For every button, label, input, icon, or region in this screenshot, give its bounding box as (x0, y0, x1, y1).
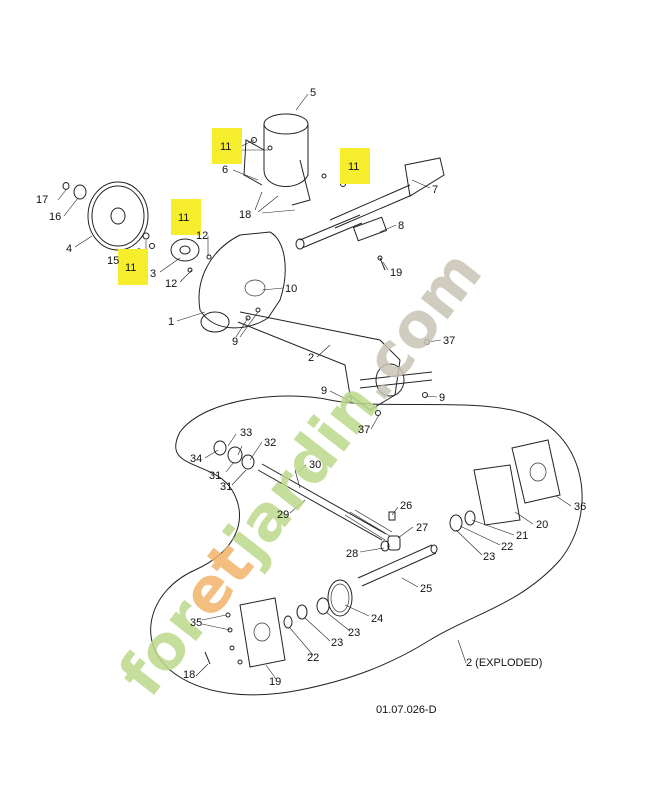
label-20: 20 (536, 519, 548, 531)
label-29: 29 (277, 509, 289, 521)
watermark-middle: jardin (208, 369, 393, 577)
label-18: 18 (183, 669, 195, 681)
label-10: 10 (285, 283, 297, 295)
upper-assembly (62, 113, 445, 416)
label-28: 28 (346, 548, 358, 560)
label-19: 19 (269, 676, 281, 688)
label-33: 33 (240, 427, 252, 439)
label-31b: 31 (220, 481, 232, 493)
label-23b: 23 (348, 627, 360, 639)
label-24: 24 (371, 613, 383, 625)
label-6: 6 (222, 164, 228, 176)
label-37a: 37 (443, 335, 455, 347)
label-12a: 12 (196, 230, 208, 242)
highlight-11a (212, 128, 242, 164)
label-9b: 9 (321, 385, 327, 397)
callouts: 5 11 11 11 11 6 7 17 16 18 8 12 4 15 3 1… (36, 87, 586, 716)
label-11a: 11 (220, 141, 231, 153)
highlight-11b (340, 148, 370, 184)
exploded-parts (204, 439, 561, 668)
label-27: 27 (416, 522, 428, 534)
label-9a: 9 (232, 336, 238, 348)
label-31a: 31 (209, 470, 221, 482)
label-15: 17 (36, 194, 48, 206)
label-3: 3 (150, 268, 156, 280)
watermark-suffix: .com (335, 237, 496, 414)
figure-code: 01.07.026-D (376, 704, 437, 716)
label-21a: 21 (516, 530, 528, 542)
highlight-11d (118, 249, 148, 285)
highlight-11c (171, 199, 201, 235)
label-16: 18 (239, 209, 251, 221)
label-4: 4 (66, 243, 72, 255)
label-25: 25 (420, 583, 432, 595)
label-37b: 37 (358, 424, 370, 436)
exploded-view-outline (150, 395, 583, 696)
label-23a: 23 (483, 551, 495, 563)
label-9c: 9 (439, 392, 445, 404)
label-7: 7 (432, 184, 438, 196)
leader-lines (57, 93, 572, 680)
label-5: 5 (310, 87, 316, 99)
label-26: 26 (400, 500, 412, 512)
label-11b: 11 (348, 161, 359, 173)
label-1: 1 (168, 316, 174, 328)
label-13: 15 (107, 255, 119, 267)
label-21b: 22 (307, 652, 319, 664)
label-36: 36 (574, 501, 586, 513)
label-8: 8 (398, 220, 404, 232)
label-11c: 11 (178, 212, 189, 224)
watermark: foretjardin.com (104, 237, 496, 710)
label-34: 34 (190, 453, 202, 465)
label-14: 16 (49, 211, 61, 223)
label-22a: 22 (501, 541, 513, 553)
label-35: 35 (190, 617, 202, 629)
label-17: 19 (390, 267, 402, 279)
exploded-label: 2 (EXPLODED) (466, 657, 542, 669)
label-32: 32 (264, 437, 276, 449)
label-2: 2 (308, 352, 314, 364)
label-22b: 23 (331, 637, 343, 649)
label-30: 30 (309, 459, 321, 471)
label-12b: 12 (165, 278, 177, 290)
label-11d: 11 (125, 262, 136, 274)
svg-text:foretjardin.com: foretjardin.com (104, 237, 496, 710)
